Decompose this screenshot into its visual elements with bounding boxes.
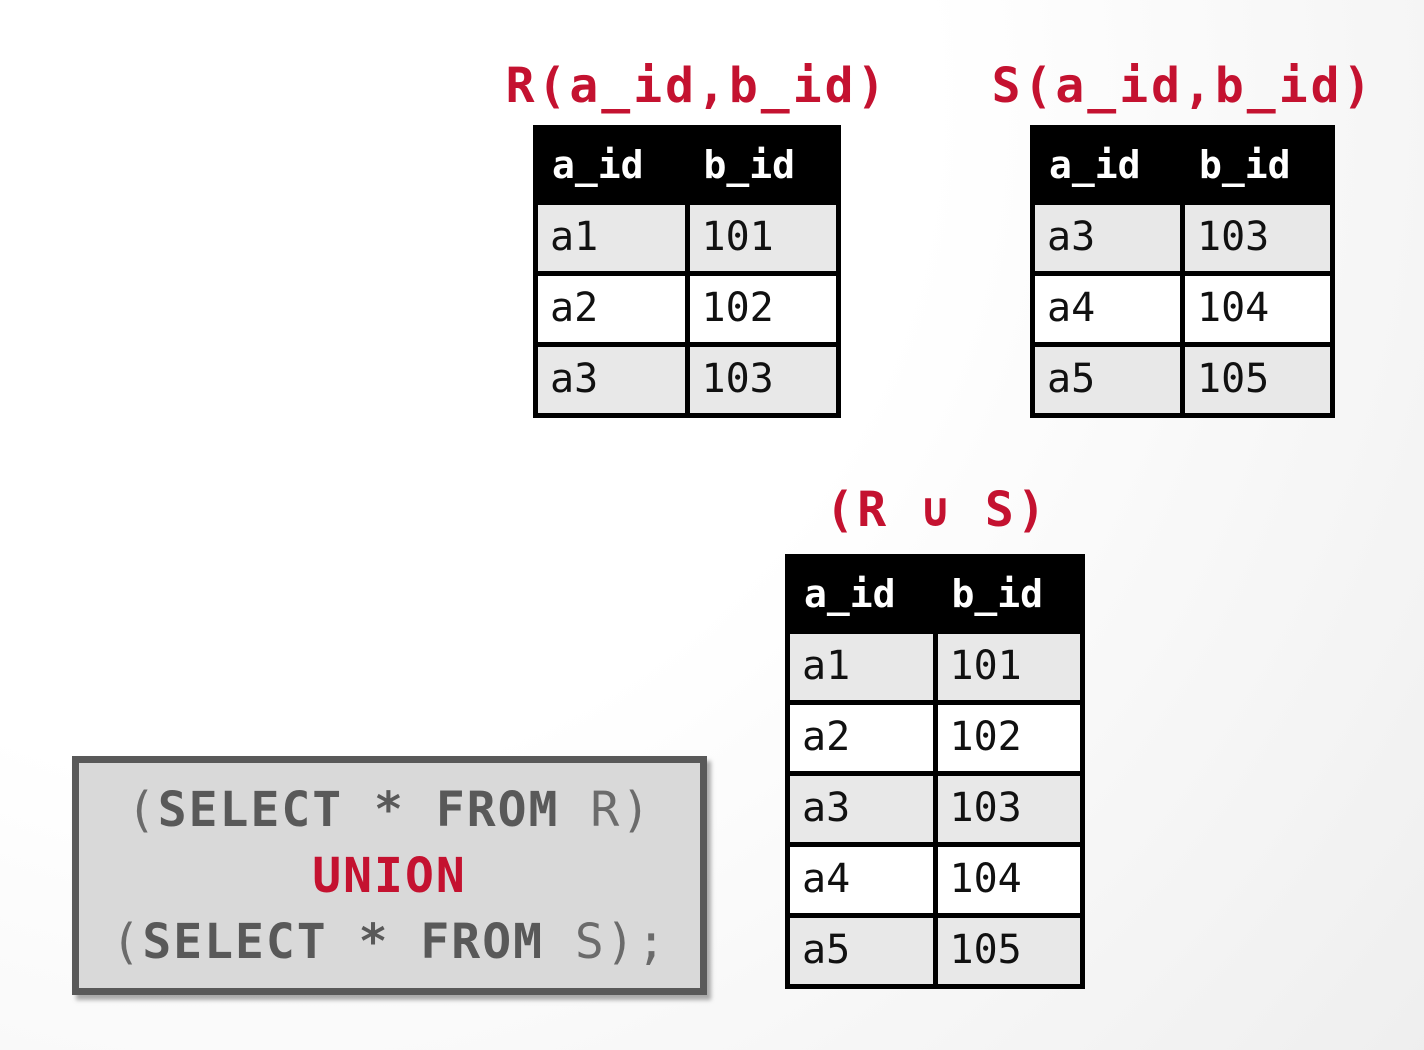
- sql-line: (SELECT * FROM R): [127, 777, 652, 843]
- table-cell: 103: [932, 771, 1085, 847]
- table-cell: 104: [1180, 271, 1335, 347]
- sql-line: (SELECT * FROM S);: [111, 909, 667, 975]
- table-cell: 105: [1180, 342, 1335, 418]
- table-cell: 102: [932, 700, 1085, 776]
- sql-id-text: (: [111, 913, 143, 970]
- sql-kw-text: SELECT * FROM: [157, 781, 560, 838]
- table-cell: a1: [533, 200, 690, 276]
- sql-kw-text: SELECT * FROM: [142, 913, 544, 970]
- sql-id-text: S);: [544, 913, 668, 970]
- table-cell: a5: [785, 913, 938, 989]
- column-header: b_id: [1180, 125, 1335, 205]
- column-header: a_id: [1030, 125, 1185, 205]
- sql-id-text: R): [559, 781, 653, 838]
- table-cell: 102: [684, 271, 841, 347]
- union-result-title: (R ∪ S): [825, 482, 1049, 538]
- table-cell: a3: [533, 342, 690, 418]
- column-header: b_id: [684, 125, 841, 205]
- table-cell: a4: [785, 842, 938, 918]
- column-header: a_id: [533, 125, 690, 205]
- relation-s-title: S(a_id,b_id): [991, 58, 1375, 114]
- table-cell: 101: [684, 200, 841, 276]
- column-header: b_id: [932, 554, 1085, 634]
- table-cell: 105: [932, 913, 1085, 989]
- table-cell: 103: [684, 342, 841, 418]
- table-cell: a4: [1030, 271, 1185, 347]
- table-cell: 104: [932, 842, 1085, 918]
- sql-id-text: (: [126, 781, 158, 838]
- table-cell: a2: [785, 700, 938, 776]
- table-cell: 103: [1180, 200, 1335, 276]
- sql-query-box: (SELECT * FROM R)UNION(SELECT * FROM S);: [72, 756, 707, 995]
- column-header: a_id: [785, 554, 938, 634]
- sql-union-text: UNION: [312, 847, 467, 904]
- table-cell: a3: [1030, 200, 1185, 276]
- table-cell: 101: [932, 629, 1085, 705]
- relation-r-title: R(a_id,b_id): [505, 58, 889, 114]
- table-cell: a3: [785, 771, 938, 847]
- table-cell: a1: [785, 629, 938, 705]
- table-cell: a2: [533, 271, 690, 347]
- sql-line: UNION: [312, 843, 467, 909]
- table-cell: a5: [1030, 342, 1185, 418]
